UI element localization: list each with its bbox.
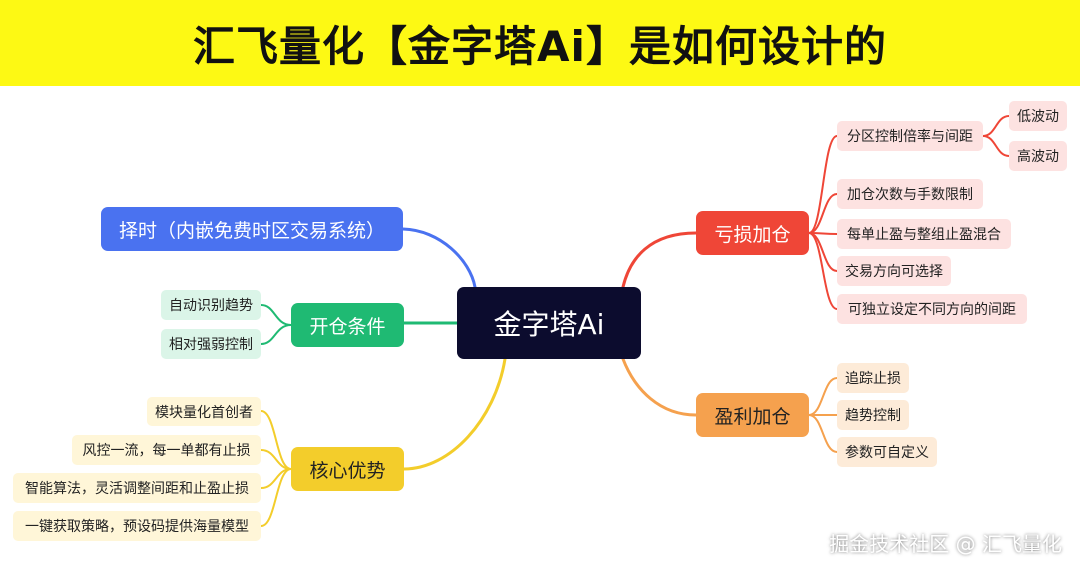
center-node: 金字塔Ai: [457, 287, 641, 359]
link-open-leaf: [260, 324, 292, 345]
loss-leaf-1: 加仓次数与手数限制: [837, 179, 983, 209]
loss-leaf-0: 分区控制倍率与间距: [837, 121, 983, 151]
core-leaf-2: 智能算法，灵活调整间距和止盈止损: [13, 473, 261, 503]
link-loss-sub: [982, 135, 1010, 157]
link-timing: [401, 227, 477, 289]
open-node: 开仓条件: [291, 303, 404, 347]
loss-sub-1: 高波动: [1009, 141, 1067, 171]
link-loss-leaf: [808, 232, 838, 272]
watermark: 掘金技术社区 @ 汇飞量化: [829, 532, 1062, 556]
profit-leaf-1: 趋势控制: [837, 400, 909, 430]
page-title: 汇飞量化【金字塔Ai】是如何设计的: [193, 21, 887, 71]
profit-node: 盈利加仓: [696, 393, 809, 437]
loss-leaf-3: 交易方向可选择: [837, 256, 951, 286]
profit-leaf-2: 参数可自定义: [837, 437, 937, 467]
link-profit-leaf: [808, 377, 838, 416]
link-core: [402, 357, 507, 471]
core-leaf-3: 一键获取策略，预设码提供海量模型: [13, 511, 261, 541]
link-core-leaf: [260, 468, 292, 527]
loss-leaf-2: 每单止盈与整组止盈混合: [837, 219, 1011, 249]
profit-leaf-0: 追踪止损: [837, 363, 909, 393]
core-leaf-1: 风控一流，每一单都有止损: [72, 435, 261, 465]
link-loss-leaf: [808, 232, 838, 310]
open-leaf-0: 自动识别趋势: [161, 290, 261, 320]
link-profit: [621, 357, 698, 417]
link-loss-leaf: [808, 193, 838, 234]
link-loss: [621, 231, 698, 289]
loss-node: 亏损加仓: [696, 211, 809, 255]
title-banner: 汇飞量化【金字塔Ai】是如何设计的: [0, 0, 1080, 86]
loss-leaf-4: 可独立设定不同方向的间距: [837, 294, 1027, 324]
link-loss-leaf: [808, 135, 838, 234]
link-open-leaf: [260, 304, 292, 326]
link-loss-sub: [982, 115, 1010, 137]
timing-node: 择时（内嵌免费时区交易系统）: [101, 207, 403, 251]
link-profit-leaf: [808, 414, 838, 453]
loss-sub-0: 低波动: [1009, 101, 1067, 131]
core-leaf-0: 模块量化首创者: [147, 397, 261, 426]
core-node: 核心优势: [291, 447, 404, 491]
link-core-leaf: [260, 410, 292, 470]
open-leaf-1: 相对强弱控制: [161, 329, 261, 359]
